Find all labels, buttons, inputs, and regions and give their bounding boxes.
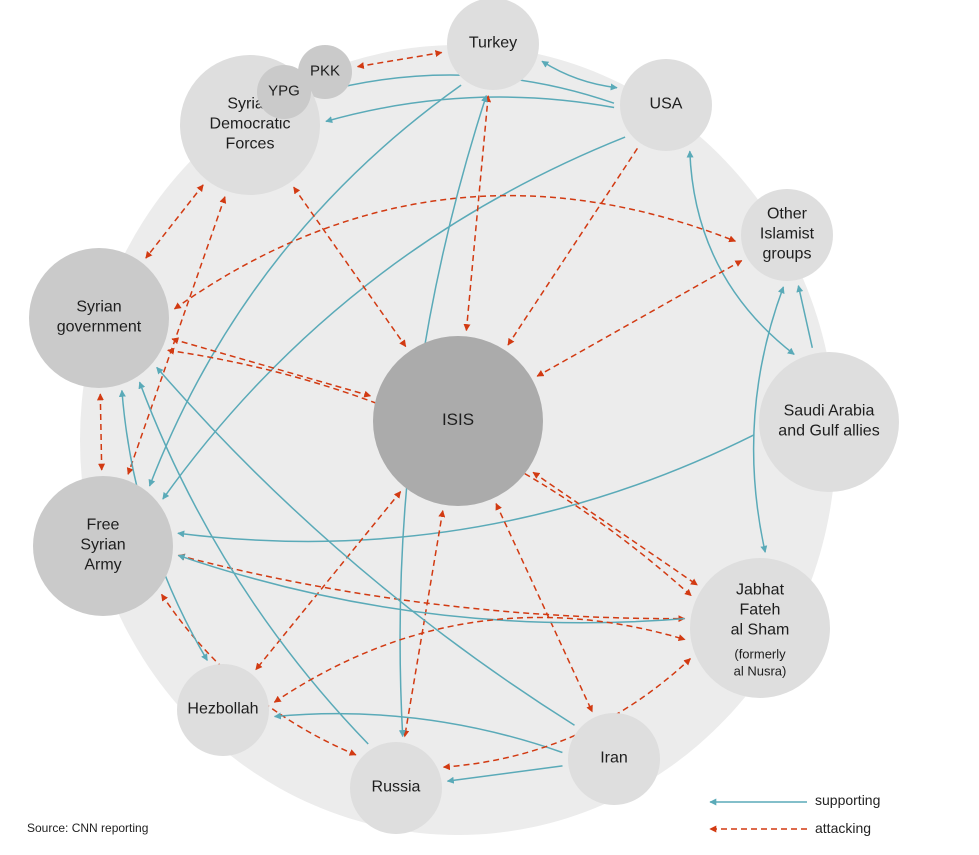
attacking-arrow-pkk-turkey: [356, 50, 443, 70]
node-circle: [33, 476, 173, 616]
attacking-arrow-sdf-isis: [293, 186, 407, 348]
source-note: Source: CNN reporting: [27, 821, 149, 835]
supporting-arrow-turkey-usa: [541, 60, 618, 91]
node-circle: [257, 65, 311, 119]
node-circle: [759, 352, 899, 492]
attacking-arrow-usa-isis: [507, 147, 639, 346]
legend: [709, 798, 807, 833]
node-label: PKK: [310, 62, 340, 79]
node-usa: USA: [620, 59, 712, 151]
node-ypg: YPG: [257, 65, 311, 119]
supporting-arrow-other-islamist-jfs: [752, 286, 785, 553]
attacking-arrow-other-islamist-isis: [536, 259, 743, 377]
node-pkk: PKK: [298, 45, 352, 99]
node-label: Russia: [372, 779, 421, 796]
node-label: USA: [650, 96, 683, 113]
node-circle: [373, 336, 543, 506]
node-circle: [568, 713, 660, 805]
node-hezbollah: Hezbollah: [177, 664, 269, 756]
node-russia: Russia: [350, 742, 442, 834]
node-label: Hezbollah: [187, 701, 258, 718]
node-circle: [620, 59, 712, 151]
legend-supporting-label: supporting: [815, 792, 881, 808]
node-label: ISIS: [442, 410, 474, 429]
node-circle: [350, 742, 442, 834]
node-circle: [690, 558, 830, 698]
node-isis: ISIS: [373, 336, 543, 506]
supporting-arrow-saudi-other-islamist: [796, 285, 814, 348]
legend-attacking-label: attacking: [815, 820, 872, 836]
node-label: YPG: [268, 82, 300, 99]
node-circle: [298, 45, 352, 99]
node-label: Turkey: [469, 35, 517, 52]
node-circle: [29, 248, 169, 388]
attacking-arrow-hezbollah-jfs: [273, 616, 686, 703]
node-label: Iran: [600, 750, 628, 767]
node-iran: Iran: [568, 713, 660, 805]
node-turkey: Turkey: [447, 0, 539, 90]
node-circle: [741, 189, 833, 281]
node-circle: [177, 664, 269, 756]
node-circle: [447, 0, 539, 90]
attacking-arrow-russia-jfs: [442, 658, 691, 771]
